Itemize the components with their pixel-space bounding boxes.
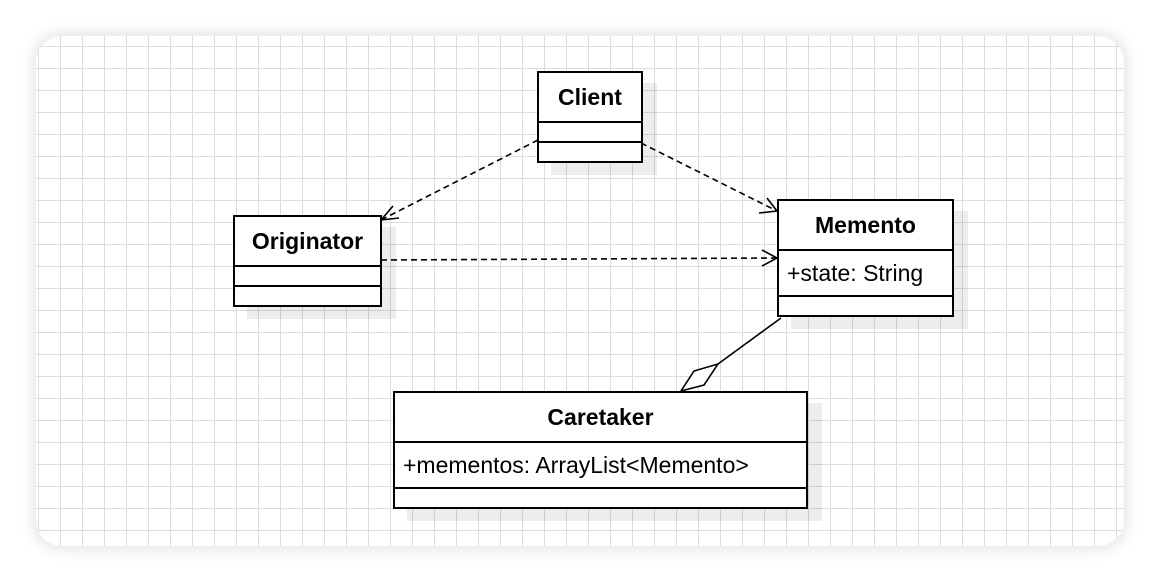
class-caretaker[interactable]: Caretaker +mementos: ArrayList<Memento> [393, 391, 808, 509]
class-originator[interactable]: Originator [233, 215, 382, 307]
class-name: Caretaker [395, 393, 806, 443]
class-operations-section [395, 489, 806, 505]
class-attribute: +state: String [779, 251, 952, 297]
class-memento[interactable]: Memento +state: String [777, 199, 954, 317]
class-operations-section [235, 287, 380, 303]
class-name: Client [539, 73, 641, 123]
class-name: Memento [779, 201, 952, 251]
class-operations-section [779, 297, 952, 313]
class-operations-section [539, 143, 641, 159]
class-attributes-section [235, 267, 380, 287]
class-client[interactable]: Client [537, 71, 643, 163]
class-attribute: +mementos: ArrayList<Memento> [395, 443, 806, 489]
class-attributes-section [539, 123, 641, 143]
class-name: Originator [235, 217, 380, 267]
